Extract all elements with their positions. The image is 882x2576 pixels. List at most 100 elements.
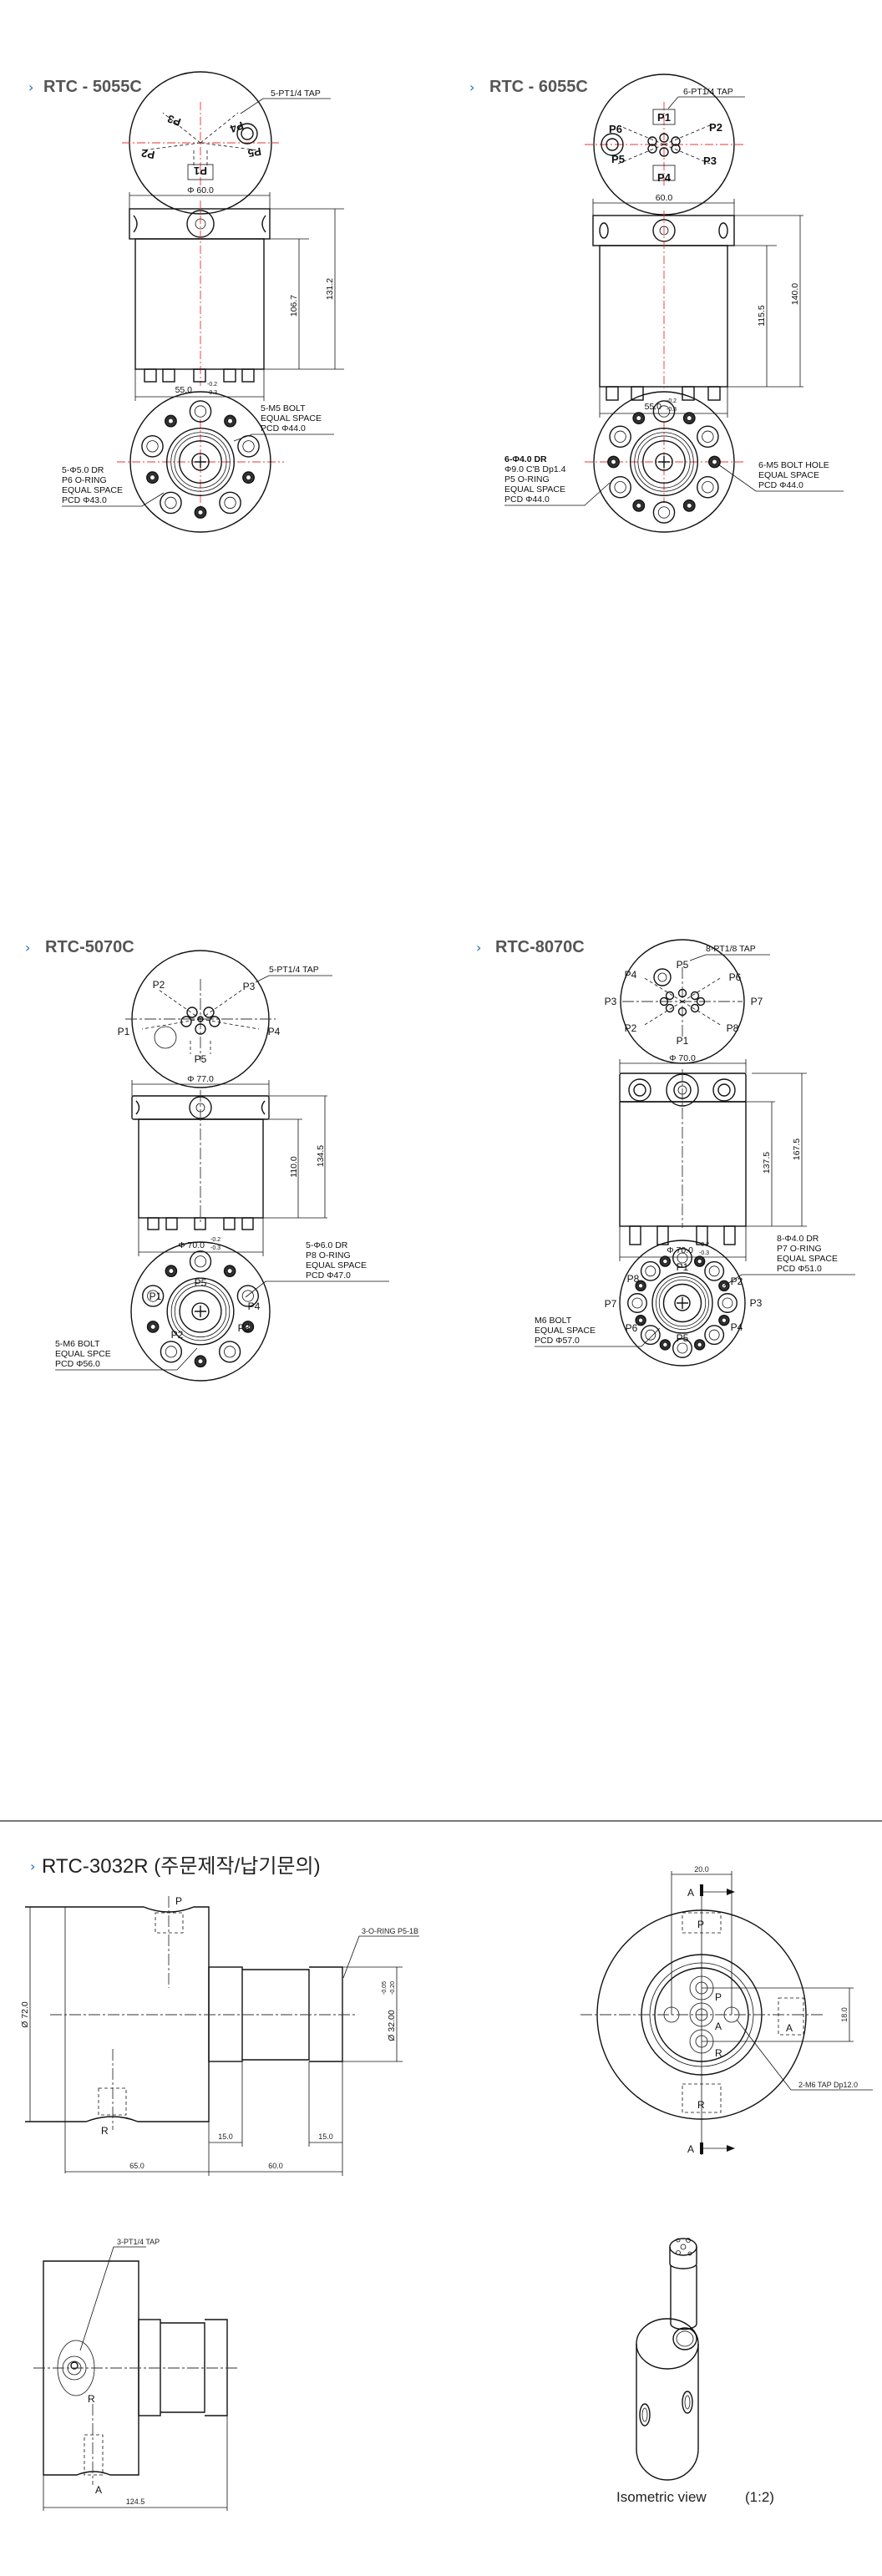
dimension-label: 18.0 (840, 2007, 849, 2022)
dimension-label: 134.5 (316, 1145, 326, 1167)
bolt-hole (197, 1358, 204, 1365)
bolt-hole (150, 1324, 156, 1330)
top-view: P2 P3 P1 P4 P5 5-PT1/4 TAP (118, 950, 332, 1088)
seal-ring (170, 432, 231, 492)
port-label: P1 (118, 1026, 130, 1037)
side-view: Φ 60.0 106.7 131.2 55.0 -0.2 -0.3 (129, 185, 344, 401)
port-label: P (715, 1991, 722, 2003)
tolerance-upper: -0.2 (667, 398, 677, 404)
port-hole (609, 425, 631, 449)
tolerance-lower: -0.20 (390, 1981, 396, 1995)
port-label: P4 (731, 1321, 743, 1333)
bolt-hole (686, 503, 692, 509)
bolt-hole (611, 459, 616, 465)
tolerance-lower: -0.3 (699, 1250, 709, 1256)
port-hole (627, 1293, 647, 1313)
port-label: P4 (657, 171, 672, 184)
bolt-note: EQUAL SPACE (758, 470, 819, 480)
bolt-hole (638, 1317, 644, 1323)
flange-outline (130, 1241, 271, 1382)
dimension-label: Φ 77.0 (187, 1074, 214, 1084)
port-label: R (715, 2047, 722, 2059)
dimension-label: Φ 70.0 (178, 1240, 205, 1250)
tolerance-upper: -0.05 (382, 1981, 388, 1995)
port-hole (657, 405, 671, 418)
port-label: P1 (194, 165, 207, 177)
tap-note: 5-PT1/4 TAP (269, 965, 319, 975)
port-note: P6 O-RING (62, 475, 107, 485)
port-label: P5 (611, 153, 625, 165)
port-label: P7 (605, 1298, 617, 1310)
seal-ring (658, 1279, 707, 1327)
chevron-right-icon: › (469, 79, 474, 95)
port-note: Φ9.0 C'B Dp1.4 (504, 464, 566, 474)
bolt-hole (636, 415, 642, 421)
bolt-note: EQUAL SPCE (55, 1349, 111, 1359)
port-hole (704, 1260, 725, 1281)
port-label: P5 (195, 1277, 207, 1289)
port-label: P2 (731, 1275, 743, 1287)
port-hole (614, 430, 626, 443)
cross-mark (677, 1297, 688, 1309)
chevron-right-icon: › (25, 940, 30, 956)
port-label: P2 (709, 121, 722, 134)
dimension-label: Ø 72.0 (20, 2001, 30, 2028)
port-hole (146, 440, 159, 453)
bottom-view (585, 391, 743, 533)
port-label: P3 (750, 1297, 763, 1309)
port-note: PCD Φ47.0 (306, 1270, 351, 1280)
tolerance-lower: -0.3 (667, 407, 677, 413)
section-view: R A 3-PT1/4 TAP 124.5 (33, 2238, 237, 2511)
flange-outline (619, 1240, 746, 1367)
seal-ring (174, 435, 227, 489)
bolt-note: 5-M6 BOLT (55, 1339, 100, 1349)
cross-mark (195, 1306, 206, 1317)
bolt-hole (697, 1259, 702, 1265)
port-hole (194, 405, 207, 418)
tap-note: 5-PT1/4 TAP (271, 89, 321, 99)
port-hole (677, 1252, 688, 1264)
model-title: RTC-8070C (495, 938, 585, 956)
seal-ring (656, 1276, 709, 1330)
port-note: EQUAL SPACE (306, 1260, 367, 1270)
section-rtc-5070c: › RTC-5070C P2 P3 P1 P4 P5 5-PT1/4 TAP (25, 938, 389, 1382)
side-view: 60.0 115.5 140.0 55.0 -0.2 -0.3 (592, 193, 803, 418)
seal-ring (637, 435, 691, 489)
top-view: P1 P2 P3 P4 P5 P6 6-PT1/4 TAP (585, 74, 745, 216)
dimension-label: 15.0 (218, 2132, 233, 2141)
port-label: P5 (677, 1332, 689, 1344)
port-label: P5 (247, 145, 262, 160)
port-label: P6 (729, 971, 742, 983)
section-rtc-6055c: › RTC - 6055C P1 P2 P3 P4 P5 P6 6-PT1/4 … (469, 74, 844, 533)
tap-note: 8-PT1/8 TAP (706, 944, 756, 954)
tap-note: 2-M6 TAP Dp12.0 (798, 2081, 858, 2089)
port-label: A (715, 2021, 722, 2032)
dimension-label: 124.5 (126, 2497, 145, 2506)
dimension-label: 15.0 (318, 2132, 333, 2141)
section-rtc-3032r: › RTC-3032R (주문제작/납기문의) Ø 72.0 P R Ø 32.… (20, 1855, 873, 2511)
port-note: EQUAL SPACE (62, 485, 123, 495)
tap-note: 6-PT1/4 TAP (683, 87, 733, 97)
dimension-label: 55.0 (645, 402, 662, 412)
port-note: P8 O-RING (306, 1250, 351, 1260)
port-hole (224, 496, 236, 510)
seal-ring (651, 1272, 713, 1334)
port-label: P4 (248, 1301, 261, 1312)
bolt-note: PCD Φ57.0 (535, 1336, 580, 1346)
port-hole (609, 475, 631, 499)
port-note: P5 O-RING (504, 474, 550, 484)
bolt-note: EQUAL SPACE (535, 1326, 596, 1336)
port-label: P (697, 1919, 704, 1930)
port-note: 6-Φ4.0 DR (504, 454, 547, 464)
bolt-hole (721, 1317, 727, 1323)
port-label: P8 (627, 1273, 640, 1285)
center-hole (655, 453, 673, 471)
bolt-note: 5-M5 BOLT (261, 403, 306, 413)
tolerance-upper: -0.2 (207, 382, 217, 388)
bolt-hole (150, 474, 155, 481)
port-hole (237, 435, 260, 458)
cross-mark (658, 456, 670, 468)
cross-mark (195, 456, 206, 468)
port-label: P8 (727, 1022, 739, 1034)
